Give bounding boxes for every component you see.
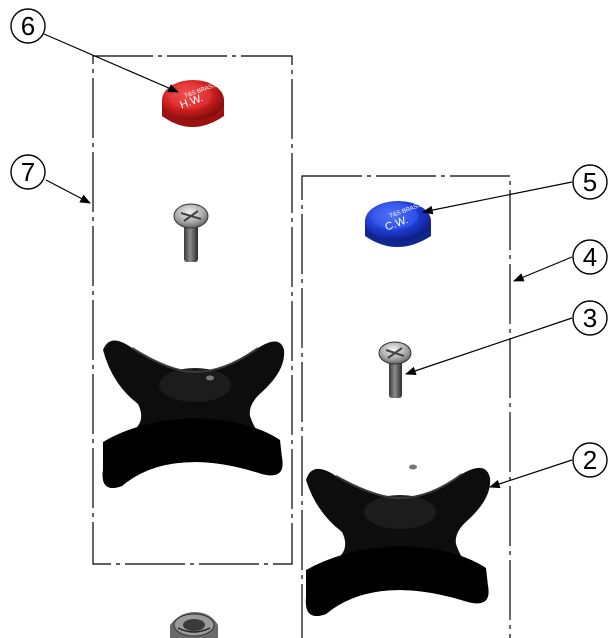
callout-3: 3	[572, 300, 608, 336]
leader-4	[513, 256, 573, 282]
callout-6-label: 6	[21, 11, 35, 41]
leader-3	[404, 317, 573, 375]
left-handle-screw	[173, 203, 209, 262]
callout-7-label: 7	[21, 157, 35, 187]
left-four-arm-handle	[102, 340, 285, 488]
right-handle-screw	[378, 341, 412, 398]
callout-5: 5	[572, 164, 608, 200]
callout-5-label: 5	[583, 167, 597, 197]
leader-2	[488, 459, 573, 489]
group-box-right	[301, 175, 511, 638]
callout-6: 6	[10, 8, 46, 44]
callout-2: 2	[572, 442, 608, 478]
callout-7: 7	[10, 154, 46, 190]
callout-2-label: 2	[583, 445, 597, 475]
group-box-left	[92, 55, 293, 565]
leader-6	[43, 33, 179, 93]
leader-7	[45, 179, 91, 204]
hot-water-index-cap: H.W. T&S BRASS	[162, 80, 224, 127]
leader-5	[421, 181, 573, 215]
right-four-arm-handle	[305, 464, 491, 616]
hex-nut-partial	[170, 612, 218, 638]
callout-3-label: 3	[583, 303, 597, 333]
callout-4-label: 4	[583, 242, 597, 272]
cold-water-index-cap: C.W. T&S BRASS	[365, 201, 431, 247]
callout-4: 4	[572, 239, 608, 275]
